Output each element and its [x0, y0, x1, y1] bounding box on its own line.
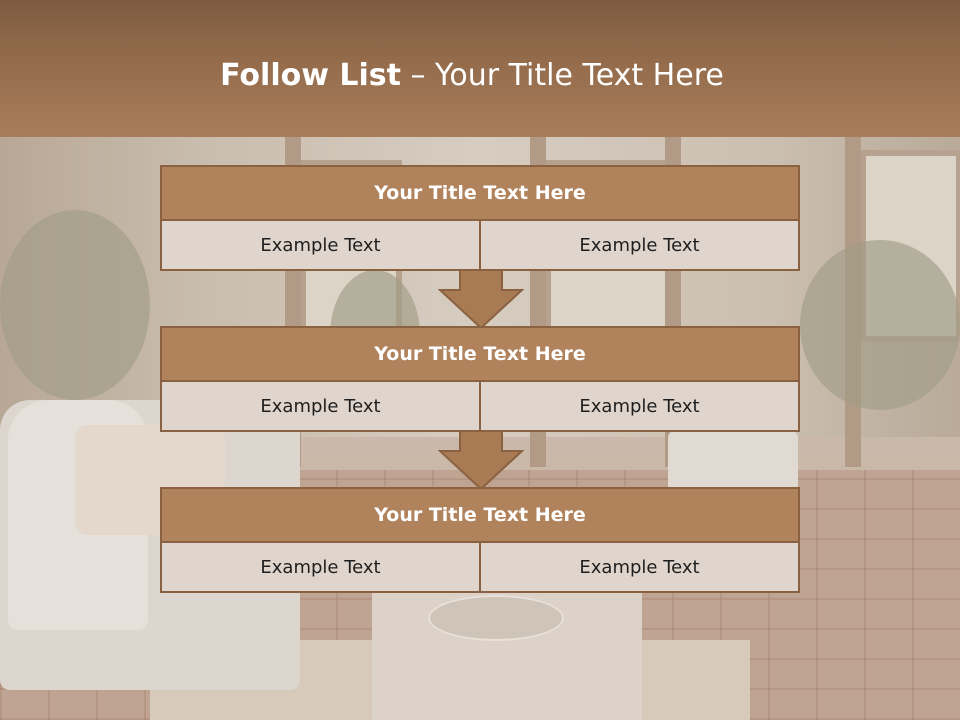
- title-bar: Follow List – Your Title Text Here: [0, 0, 960, 137]
- slide-title: Follow List – Your Title Text Here: [0, 52, 944, 100]
- block-cell-right: Example Text: [479, 221, 800, 271]
- block-cell-left: Example Text: [160, 221, 479, 271]
- list-block-2: Your Title Text Here Example Text Exampl…: [160, 326, 800, 432]
- block-cell-left: Example Text: [160, 382, 479, 432]
- block-title: Your Title Text Here: [160, 165, 800, 221]
- list-block-1: Your Title Text Here Example Text Exampl…: [160, 165, 800, 271]
- slide-title-bold: Follow List: [220, 58, 401, 93]
- block-cell-right: Example Text: [479, 382, 800, 432]
- down-arrow-icon: [438, 431, 524, 491]
- block-row: Example Text Example Text: [160, 543, 800, 593]
- list-block-3: Your Title Text Here Example Text Exampl…: [160, 487, 800, 593]
- slide-title-rest: – Your Title Text Here: [400, 58, 724, 93]
- down-arrow-icon: [438, 270, 524, 330]
- block-cell-right: Example Text: [479, 543, 800, 593]
- block-row: Example Text Example Text: [160, 382, 800, 432]
- block-cell-left: Example Text: [160, 543, 479, 593]
- block-title: Your Title Text Here: [160, 487, 800, 543]
- block-title: Your Title Text Here: [160, 326, 800, 382]
- block-row: Example Text Example Text: [160, 221, 800, 271]
